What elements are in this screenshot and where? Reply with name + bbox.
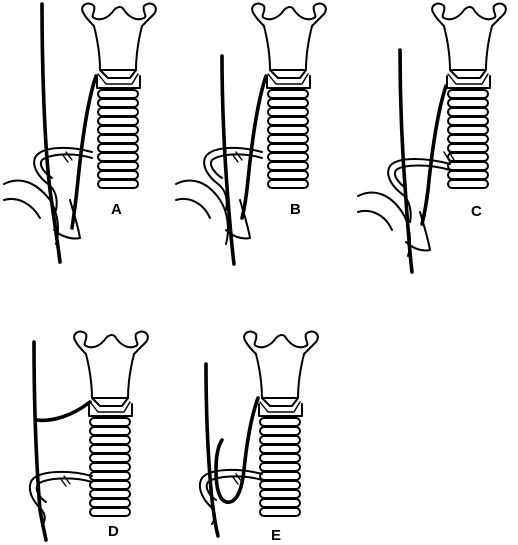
larynx-trachea-e — [244, 332, 318, 516]
larynx-trachea-b — [252, 4, 326, 188]
looping-nerve-e — [216, 398, 258, 502]
panel-a: A — [4, 4, 156, 262]
panel-label-c: C — [471, 203, 482, 220]
vagus-nerve-d — [34, 342, 46, 540]
vessel-loop-b — [204, 148, 262, 210]
panel-label-d: D — [108, 523, 119, 540]
panel-e: E — [200, 332, 318, 544]
larynx-trachea-a — [82, 4, 156, 188]
panel-d: D — [30, 332, 148, 540]
panel-label-e: E — [271, 527, 282, 544]
panel-label-b: B — [290, 201, 301, 218]
panel-label-a: A — [111, 201, 122, 218]
vessel-loop-a — [34, 148, 92, 210]
recurrent-nerve-c — [422, 86, 446, 224]
panel-b: B — [176, 4, 326, 264]
larynx-trachea-d — [74, 332, 148, 516]
nonrecurrent-nerve-d — [36, 402, 90, 420]
panel-c: C — [358, 4, 506, 272]
recurrent-nerve-b — [242, 76, 266, 218]
